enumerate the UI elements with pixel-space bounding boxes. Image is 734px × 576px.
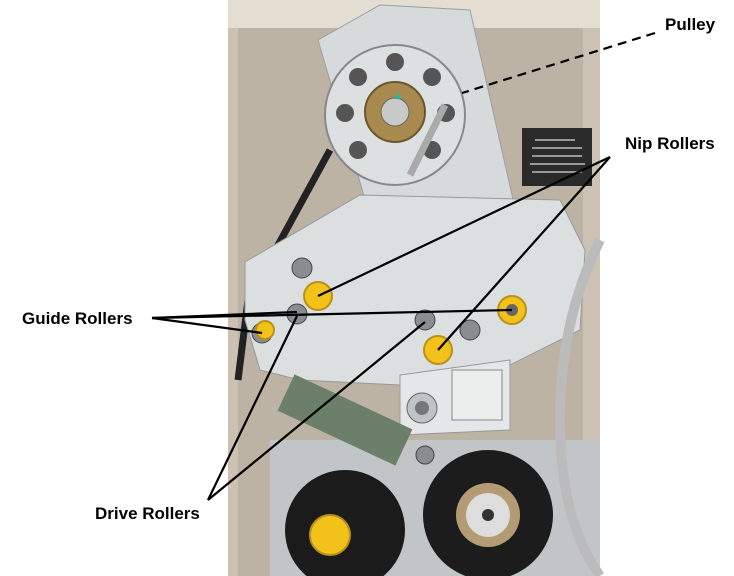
guide-leader-1 bbox=[151, 316, 263, 335]
callout-lines bbox=[151, 31, 656, 501]
nip-leader-2 bbox=[437, 156, 611, 351]
drive-leader-1 bbox=[207, 315, 298, 501]
drive-leader-2 bbox=[207, 321, 426, 501]
nip-leader-1 bbox=[317, 156, 611, 297]
pulley-wheel bbox=[324, 44, 466, 186]
warning-sign bbox=[522, 128, 592, 186]
guide-rollers-label: Guide Rollers bbox=[22, 309, 133, 328]
nip-rollers-label: Nip Rollers bbox=[625, 134, 715, 153]
drive-rollers-label: Drive Rollers bbox=[95, 504, 200, 523]
pulley-label: Pulley bbox=[665, 15, 716, 34]
pulley-leader bbox=[461, 31, 656, 95]
guide-leader-3 bbox=[151, 308, 513, 320]
